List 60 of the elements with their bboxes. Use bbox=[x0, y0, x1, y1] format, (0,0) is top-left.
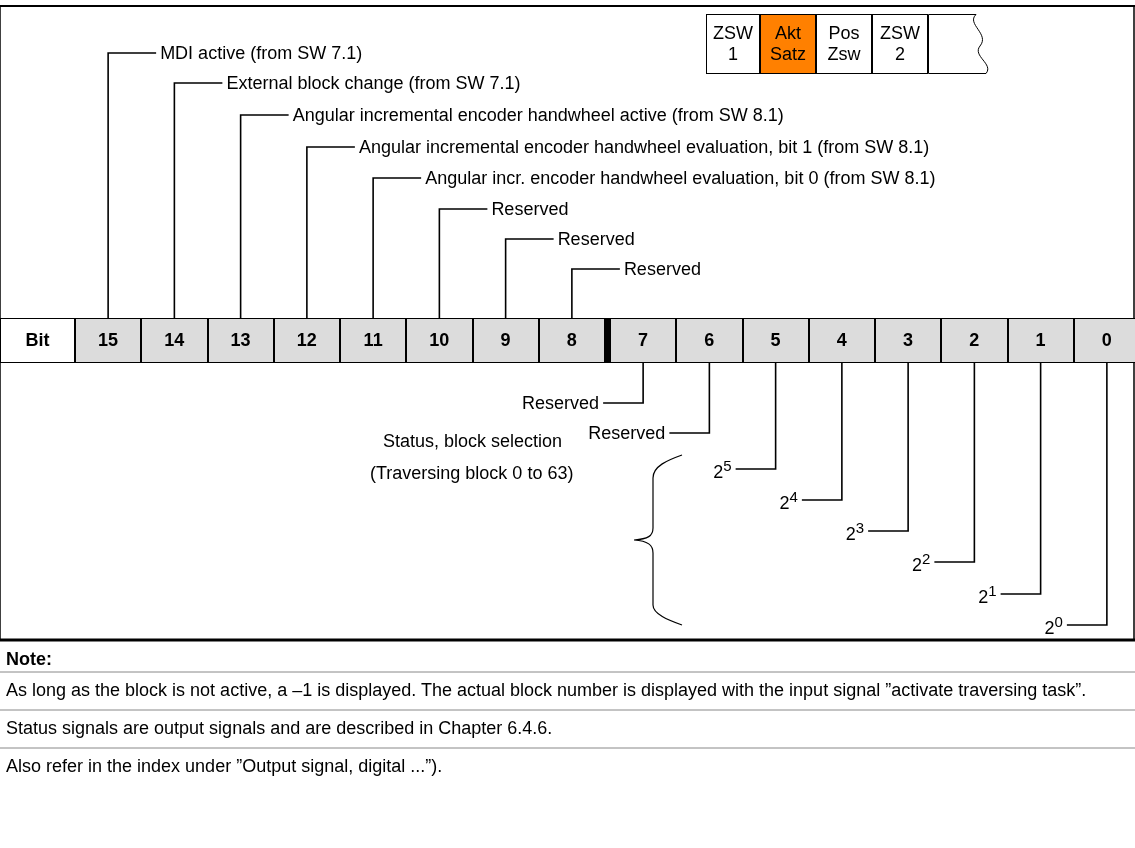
bit-number: 12 bbox=[273, 318, 340, 363]
bit-number: 2 bbox=[941, 318, 1008, 363]
leader-line bbox=[504, 238, 555, 319]
signal-label: 2$^{5}$ bbox=[713, 455, 732, 483]
signal-label: Reserved bbox=[623, 258, 701, 280]
signal-label: Reserved bbox=[522, 392, 600, 414]
leader-line bbox=[438, 208, 489, 319]
signal-label: 2$^{1}$ bbox=[978, 580, 997, 608]
bit-number: 7 bbox=[610, 318, 677, 363]
leader-line bbox=[801, 362, 843, 501]
leader-line bbox=[107, 52, 157, 319]
note-paragraph: Status signals are output signals and are described in Chapter 6.4.6. bbox=[6, 717, 554, 740]
bit-number: 1 bbox=[1007, 318, 1074, 363]
bit-number: 3 bbox=[875, 318, 942, 363]
bit-number: 9 bbox=[472, 318, 539, 363]
leader-line bbox=[173, 82, 224, 319]
signal-label: 2$^{2}$ bbox=[912, 548, 931, 576]
signal-label: MDI active (from SW 7.1) bbox=[160, 42, 363, 64]
leader-line bbox=[668, 362, 711, 434]
signal-label: Angular incremental encoder handwheel active (from SW 8.1) bbox=[292, 104, 784, 126]
leader-line bbox=[239, 114, 290, 319]
signal-label: 2$^{0}$ bbox=[1044, 611, 1063, 639]
header-label: Bit bbox=[0, 318, 75, 363]
word-box: ZSW 1 bbox=[706, 14, 760, 74]
bit-number: 11 bbox=[340, 318, 407, 363]
signal-label: Angular incr. encoder handwheel evaluation, bit 0 (from SW 8.1) bbox=[425, 167, 936, 189]
leader-line bbox=[306, 146, 356, 319]
leader-line bbox=[933, 362, 976, 563]
signal-label: Reserved bbox=[588, 422, 666, 444]
bit-number: 10 bbox=[406, 318, 473, 363]
note-paragraph: As long as the block is not active, a –1 is displayed. The actual block number is displayed with the input signal ”activate traversing task”. bbox=[6, 679, 1088, 702]
note-heading: Note: bbox=[6, 648, 52, 670]
bit-number: 15 bbox=[75, 318, 142, 363]
leader-line bbox=[372, 177, 422, 319]
signal-label: Angular incremental encoder handwheel evaluation, bit 1 (from SW 8.1) bbox=[358, 136, 930, 158]
bit-number: 13 bbox=[207, 318, 274, 363]
leader-line bbox=[999, 362, 1042, 595]
signal-label: Reserved bbox=[557, 228, 635, 250]
signal-label: 2$^{4}$ bbox=[779, 486, 798, 514]
continuation-box bbox=[928, 14, 990, 74]
bit-number: 14 bbox=[141, 318, 208, 363]
leader-line bbox=[1066, 362, 1108, 626]
group-label: Status, block selection bbox=[383, 430, 563, 452]
leader-line bbox=[867, 362, 909, 532]
signal-label: External block change (from SW 7.1) bbox=[226, 72, 521, 94]
leader-line bbox=[602, 362, 644, 404]
leader-line bbox=[571, 268, 621, 319]
note-paragraph: Also refer in the index under ”Output signal, digital ...”). bbox=[6, 755, 444, 778]
bit-number: 8 bbox=[538, 318, 605, 363]
word-box: Pos Zsw bbox=[816, 14, 872, 74]
bit-number: 5 bbox=[742, 318, 809, 363]
group-label: (Traversing block 0 to 63) bbox=[370, 462, 574, 484]
bit-number: 4 bbox=[808, 318, 875, 363]
word-box: Akt Satz bbox=[760, 14, 816, 74]
signal-label: 2$^{3}$ bbox=[845, 517, 865, 545]
bit-number: 0 bbox=[1073, 318, 1135, 363]
signal-label: Reserved bbox=[491, 198, 569, 220]
bit-number: 6 bbox=[676, 318, 743, 363]
word-box: ZSW 2 bbox=[872, 14, 928, 74]
leader-line bbox=[734, 362, 777, 470]
